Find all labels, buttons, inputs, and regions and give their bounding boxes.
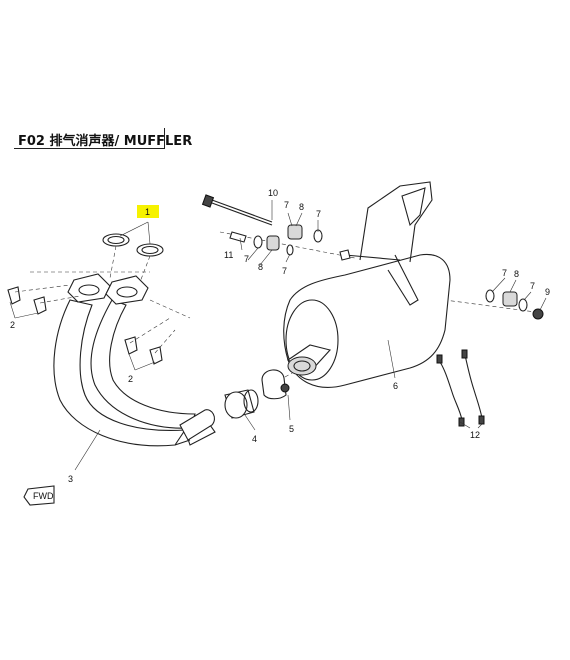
- callout-2-left: 2: [10, 320, 15, 330]
- callout-8-b: 8: [299, 202, 304, 212]
- callout-7-c: 7: [284, 200, 289, 210]
- fwd-arrow-icon: FWD: [23, 485, 55, 506]
- exhaust-header-pipe: [53, 299, 216, 447]
- callout-6: 6: [393, 381, 398, 391]
- mount-bolt: [201, 194, 273, 226]
- callout-5: 5: [289, 424, 294, 434]
- callout-8-a: 8: [258, 262, 263, 272]
- callout-leaders: [9, 200, 547, 471]
- callout-12: 12: [470, 430, 480, 440]
- diagram-title-frame: F02 排气消声器/ MUFFLER: [14, 128, 192, 149]
- callout-8-c: 8: [514, 269, 519, 279]
- callout-1: 1: [145, 207, 150, 217]
- callout-7-b: 7: [282, 266, 287, 276]
- callout-4: 4: [252, 434, 257, 444]
- sensor-lead: [436, 349, 485, 427]
- callout-2-lower: 2: [128, 374, 133, 384]
- fwd-label: FWD: [33, 491, 54, 501]
- callout-7-e: 7: [502, 268, 507, 278]
- callout-7-d: 7: [316, 209, 321, 219]
- callout-9: 9: [545, 287, 550, 297]
- muffler-body: [283, 181, 451, 388]
- callout-10: 10: [268, 188, 278, 198]
- gasket-ring: [102, 233, 164, 257]
- callout-11: 11: [224, 250, 233, 260]
- pipe-sleeve: [224, 389, 259, 419]
- pipe-clamp: [261, 369, 290, 400]
- header-flange: [67, 273, 149, 305]
- flange-nut: [7, 286, 163, 365]
- callout-7-a: 7: [244, 254, 249, 264]
- callout-7-f: 7: [530, 281, 535, 291]
- diagram-title: F02 排气消声器/ MUFFLER: [18, 134, 193, 149]
- muffler-mount-hardware: [485, 289, 544, 320]
- callout-3: 3: [68, 474, 73, 484]
- callout-labels: 1 2 2 3 4 5 6 10 11 7 8 7 7 8 7 7 8 7 9 …: [10, 188, 550, 484]
- callout-highlight: [137, 205, 159, 218]
